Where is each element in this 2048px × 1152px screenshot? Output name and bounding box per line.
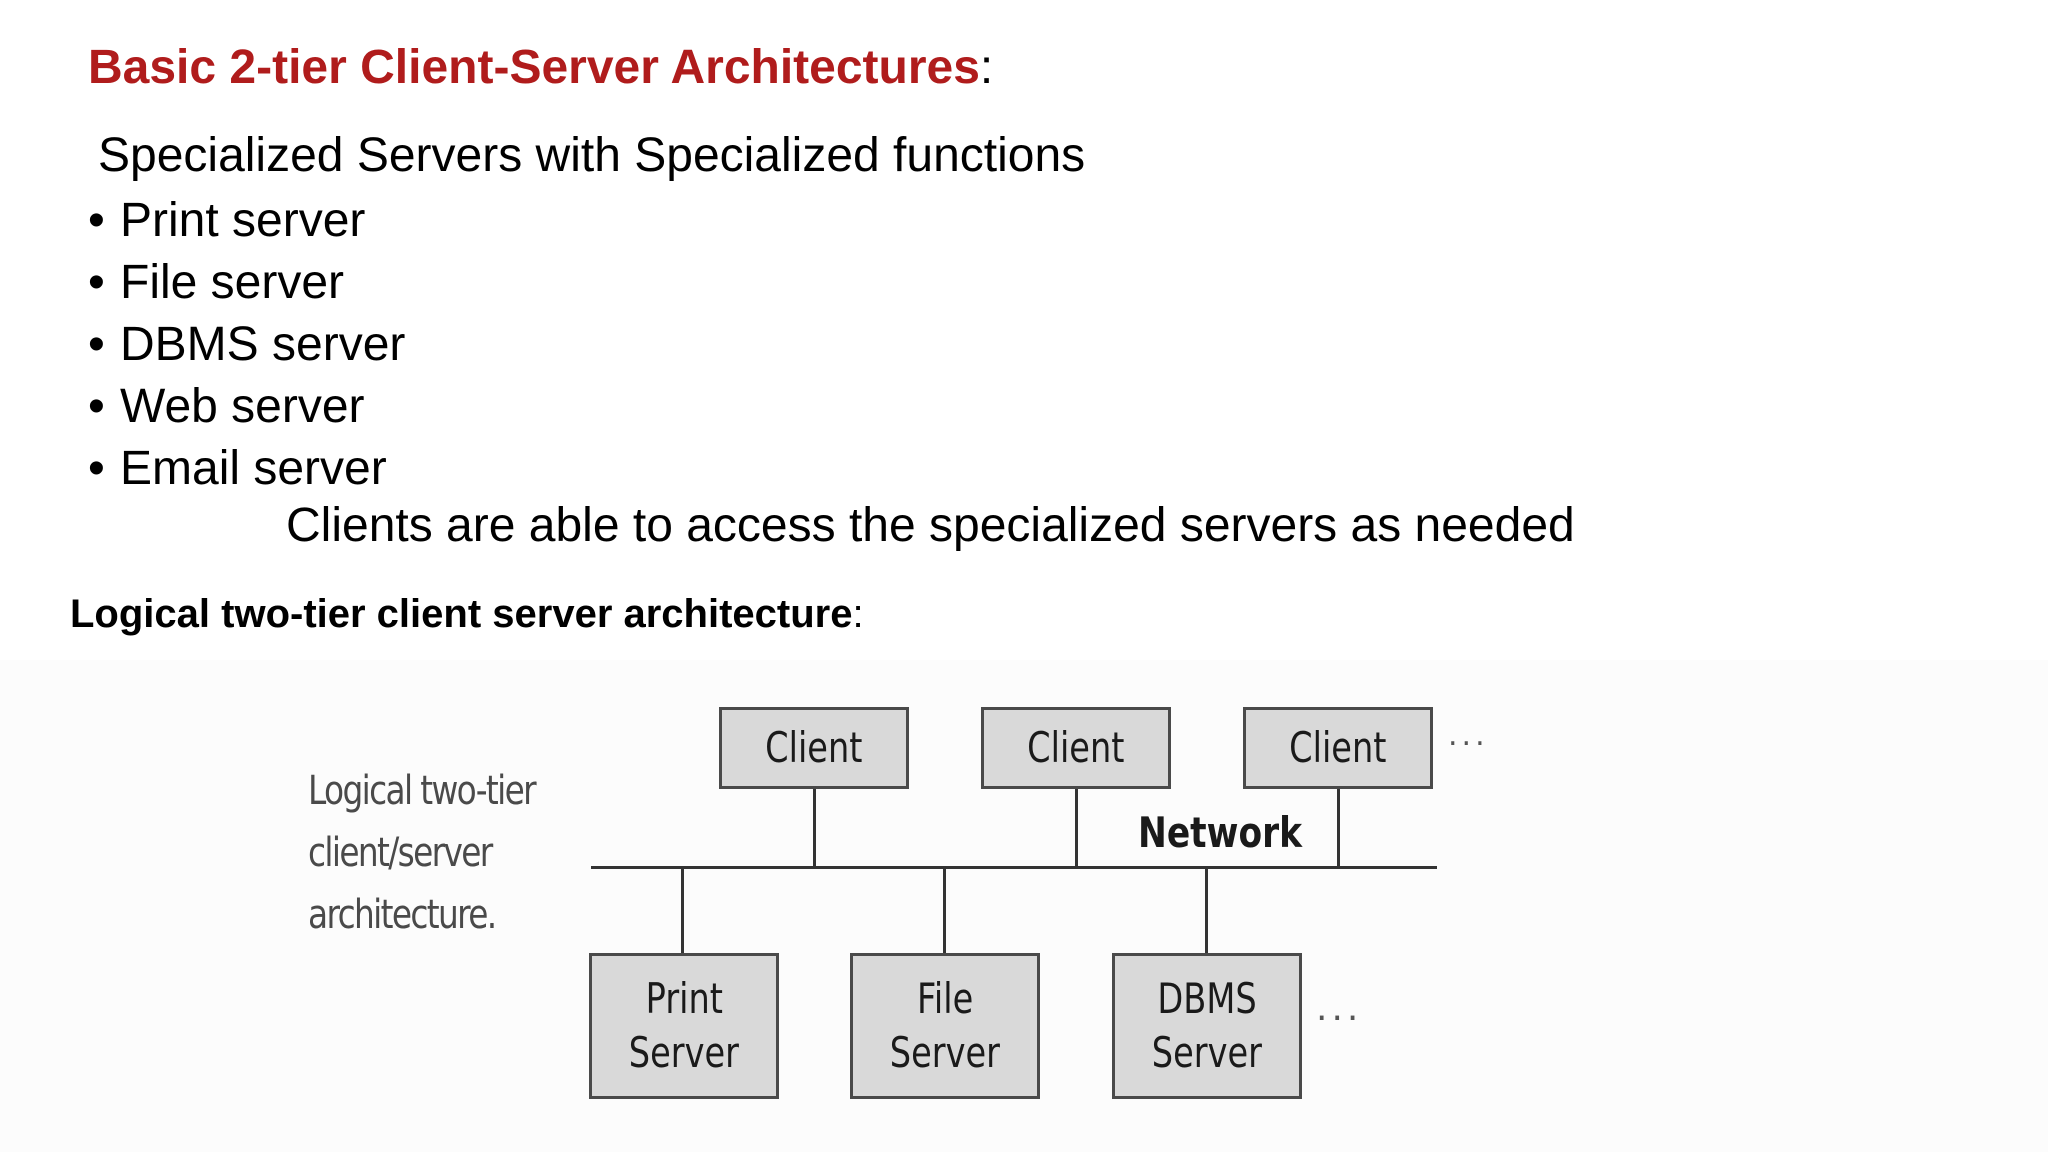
client-label: Client (1027, 723, 1125, 772)
list-item: • Web server (88, 376, 405, 438)
bullet-icon: • (88, 318, 105, 371)
network-bus (591, 866, 1437, 869)
list-item-label: Email server (120, 442, 387, 495)
bullet-icon: • (88, 380, 105, 433)
intro-text: Specialized Servers with Specialized fun… (98, 129, 1086, 182)
bullet-icon: • (88, 442, 105, 495)
list-item-label: Web server (120, 380, 365, 433)
server-label-line: Print (645, 974, 723, 1023)
client-box: Client (1243, 707, 1433, 789)
server-connector (943, 868, 946, 953)
list-item: • Email server (88, 438, 405, 500)
server-label-line: File (916, 974, 974, 1023)
diagram-caption: Logical two-tier client/server architect… (308, 760, 537, 946)
server-box-dbms: DBMS Server (1112, 953, 1302, 1099)
client-connector (1337, 789, 1340, 867)
heading-colon: : (979, 41, 994, 94)
server-box-file: File Server (850, 953, 1040, 1099)
list-item: • Print server (88, 190, 405, 252)
clients-note: Clients are able to access the specializ… (286, 499, 1575, 552)
server-connector (1205, 868, 1208, 953)
client-connector (1075, 789, 1078, 867)
list-item: • File server (88, 252, 405, 314)
server-connector (681, 868, 684, 953)
client-label: Client (1289, 723, 1387, 772)
server-label-line: Server (628, 1028, 740, 1077)
diagram-heading: Logical two-tier client server architect… (70, 592, 864, 636)
caption-line: architecture. (308, 892, 497, 938)
client-connector (813, 789, 816, 867)
more-servers-ellipsis: ... (1316, 988, 1363, 1029)
server-label-line: Server (1151, 1028, 1263, 1077)
subheading-colon: : (852, 592, 864, 636)
caption-line: Logical two-tier (308, 768, 537, 814)
list-item: • DBMS server (88, 314, 405, 376)
caption-line: client/server (308, 830, 493, 876)
more-clients-ellipsis: ... (1448, 718, 1489, 753)
slide-heading: Basic 2-tier Client-Server Architectures… (88, 41, 994, 94)
client-box: Client (981, 707, 1171, 789)
server-label-line: Server (889, 1028, 1001, 1077)
client-label: Client (765, 723, 863, 772)
bullet-icon: • (88, 194, 105, 247)
client-box: Client (719, 707, 909, 789)
list-item-label: Print server (120, 194, 366, 247)
list-item-label: DBMS server (120, 318, 406, 371)
server-box-print: Print Server (589, 953, 779, 1099)
bullet-icon: • (88, 256, 105, 309)
server-label-line: DBMS (1157, 974, 1257, 1023)
list-item-label: File server (120, 256, 345, 309)
network-label: Network (1138, 808, 1303, 857)
server-type-list: •Print server •File server •DBMS server … (88, 190, 405, 500)
